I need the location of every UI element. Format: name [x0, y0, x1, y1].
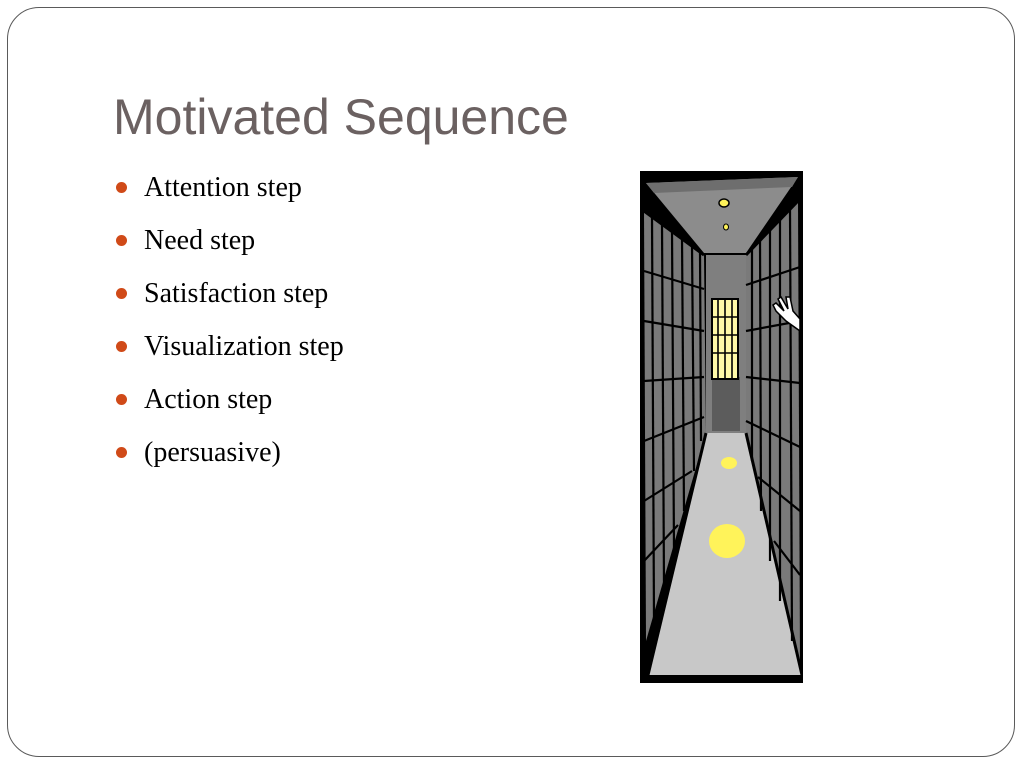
bullet-label: (persuasive): [144, 437, 281, 468]
slide-frame: [7, 7, 1015, 757]
list-item: Action step: [113, 378, 344, 431]
ceiling-shape: [646, 177, 798, 253]
bullet-label: Attention step: [144, 172, 302, 203]
left-wall: [644, 211, 706, 641]
bullet-icon: [116, 394, 127, 405]
floor-light-icon: [721, 457, 737, 469]
bullet-list: Attention step Need step Satisfaction st…: [113, 166, 344, 484]
bullet-icon: [116, 182, 127, 193]
list-item: Satisfaction step: [113, 272, 344, 325]
bullet-label: Action step: [144, 384, 273, 415]
slide-title: Motivated Sequence: [113, 89, 569, 145]
list-item: (persuasive): [113, 431, 344, 484]
ceiling-light-icon: [723, 223, 729, 231]
bullet-label: Need step: [144, 225, 256, 256]
list-item: Need step: [113, 219, 344, 272]
hand-icon: [772, 295, 801, 333]
bullet-icon: [116, 447, 127, 458]
bullet-icon: [116, 341, 127, 352]
bullet-label: Satisfaction step: [144, 278, 329, 309]
bullet-icon: [116, 235, 127, 246]
list-item: Visualization step: [113, 325, 344, 378]
bullet-label: Visualization step: [144, 331, 344, 362]
list-item: Attention step: [113, 166, 344, 219]
bullet-icon: [116, 288, 127, 299]
ceiling-light-icon: [718, 198, 730, 208]
floor-light-icon: [709, 524, 745, 558]
prison-corridor-icon: [640, 171, 803, 683]
